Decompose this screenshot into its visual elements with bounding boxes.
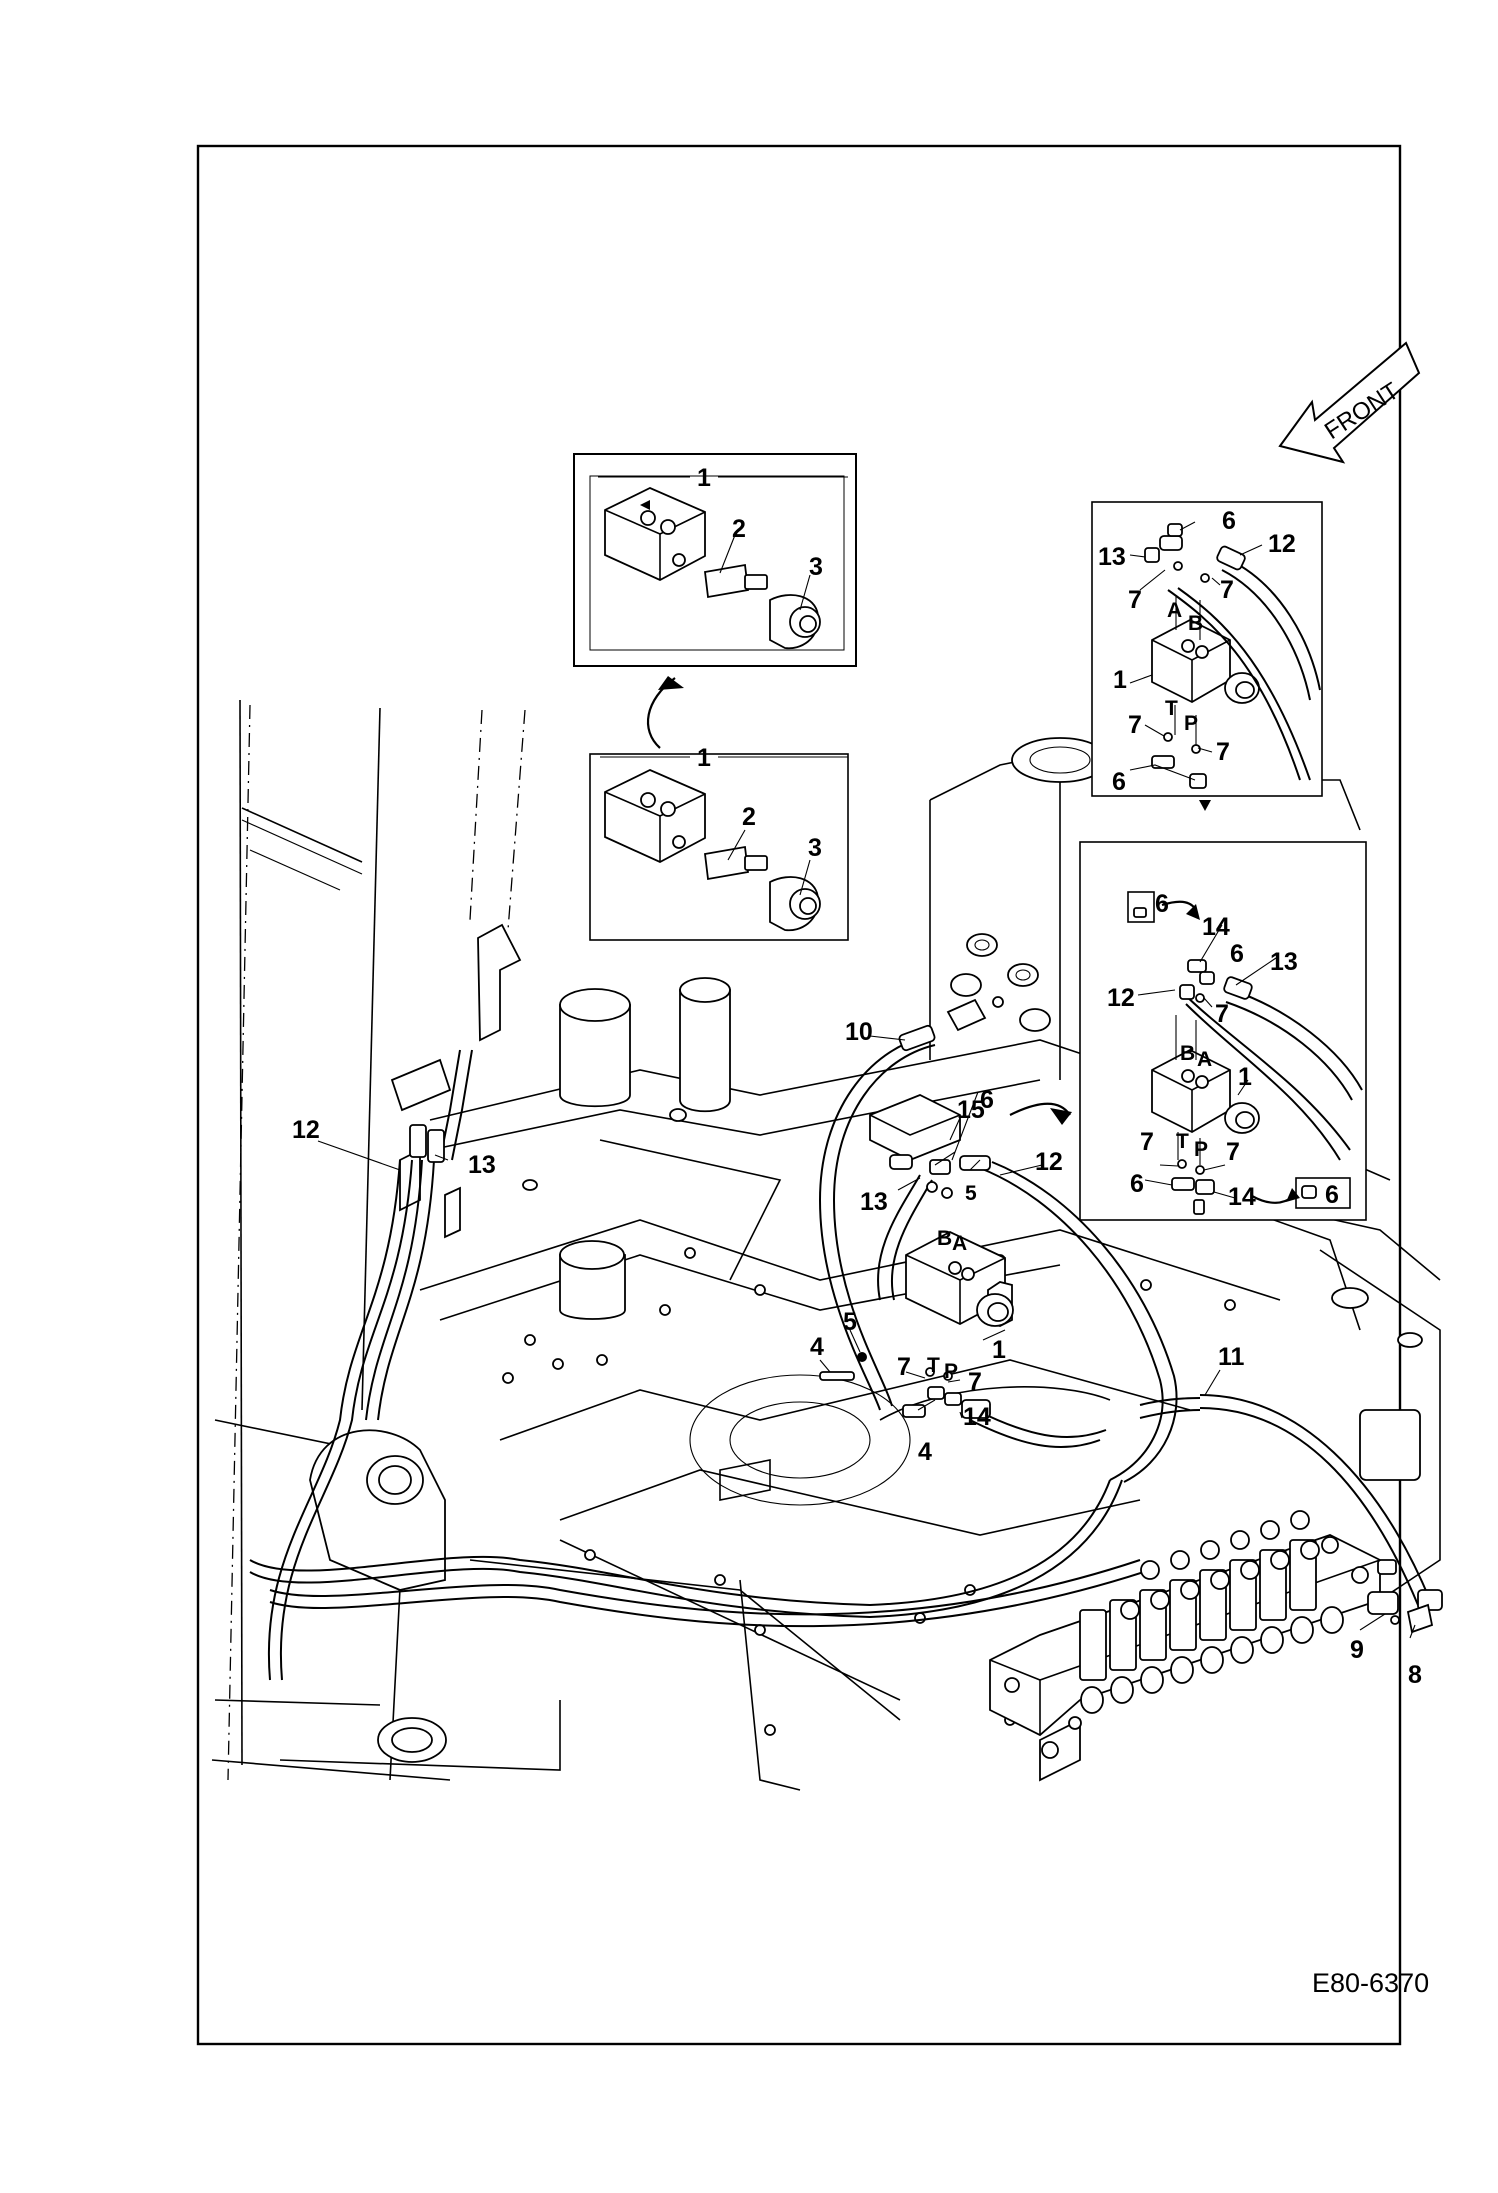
callout-7a-d3: 7 [1128,586,1142,614]
detail-arrow-3 [1199,800,1211,811]
callout-10: 10 [845,1018,873,1046]
callout-7-main-a: 7 [897,1353,911,1381]
callout-12-main: 12 [1035,1148,1063,1176]
valve-hoses [877,1161,1178,1483]
callout-7-d4: 7 [1215,1000,1229,1028]
callout-5-main: 5 [843,1308,857,1336]
main-control-valve [989,1510,1434,1782]
drawing-frame [196,144,1402,2046]
callout-13-main: 13 [860,1188,888,1216]
port-t-d3: T [1165,697,1178,720]
port-b-main: B [937,1227,952,1250]
callout-11: 11 [1218,1343,1245,1371]
port-p-main: P [944,1360,958,1383]
port-a-d3: A [1167,599,1182,622]
port-p-d3: P [1184,712,1198,735]
callout-3-d1: 3 [809,553,823,581]
callout-7b-d4: 7 [1226,1138,1240,1166]
port-b-d3: B [1188,612,1203,635]
callout-6-main: 6 [980,1086,994,1114]
boom-hoses [249,1049,1151,1681]
main-valve-fittings [819,1154,991,1418]
callout-7-main-b: 7 [968,1368,982,1396]
callout-9: 9 [1350,1636,1364,1664]
callout-5-main-a: 5 [965,1182,977,1205]
callout-13-d4: 13 [1270,948,1298,976]
callout-14-d4: 14 [1202,913,1230,941]
callout-7c-d3: 7 [1128,711,1142,739]
callout-6-d4-box: 6 [1155,890,1169,918]
callout-13-boom: 13 [468,1151,496,1179]
callout-6c-d4-box: 6 [1325,1181,1339,1209]
port-t-d4: T [1176,1130,1189,1153]
callout-3-d2: 3 [808,834,822,862]
callout-2-d1: 2 [732,515,746,543]
boom-pivot [279,1429,561,1771]
loose-fittings [946,933,1051,1032]
callout-12-boom: 12 [292,1116,320,1144]
leader-lines [317,476,1416,1639]
pilot-hoses [818,1024,1443,1611]
detail-box-valve-fittings [1079,841,1367,1221]
drawing-reference: E80-6370 [1312,1968,1429,1998]
callout-4-main-b: 4 [918,1438,932,1466]
callout-13-d3: 13 [1098,543,1126,571]
manifold-plate [869,1094,961,1161]
callout-1-main: 1 [992,1336,1006,1364]
callout-2-d2: 2 [742,803,756,831]
callout-15: 15 [957,1096,985,1124]
spool-sections [1079,1510,1369,1681]
boom-arm [211,699,526,1781]
valve-block-main [905,1230,1014,1327]
detail-box-solenoid-bottom [589,753,849,941]
callout-14-main: 14 [963,1403,991,1431]
callout-12-d3: 12 [1268,530,1296,558]
port-b-d4: B [1180,1042,1195,1065]
port-a-d4: A [1197,1048,1212,1071]
callout-6a-d4: 6 [1130,1170,1144,1198]
hydraulic-tank-cylinders [522,977,731,1320]
callout-6b-d3: 6 [1112,768,1126,796]
hose-bracket [399,923,522,1239]
callout-1-d3: 1 [1113,666,1127,694]
detail-box-valve-ports [1091,501,1323,797]
callout-labels: 1 2 3 1 2 3 6 12 13 7 7 A B 1 T P 7 7 6 … [292,464,1422,1689]
port-t-main: T [927,1354,940,1377]
callout-8: 8 [1408,1661,1422,1689]
callout-1-d1: 1 [697,464,711,492]
spool-caps [1080,1606,1344,1714]
callout-4-main-a: 4 [810,1333,824,1361]
callout-6-d3: 6 [1222,507,1236,535]
callout-6-d4: 6 [1230,940,1244,968]
callout-7b-d3: 7 [1220,576,1234,604]
callout-14b-d4: 14 [1228,1183,1256,1211]
callout-12-d4: 12 [1107,984,1135,1012]
port-p-d4: P [1194,1138,1208,1161]
callout-1-d2: 1 [697,744,711,772]
detail-box-solenoid-top [573,453,857,667]
callout-1-d4: 1 [1238,1063,1252,1091]
port-a-main: A [952,1232,967,1255]
front-direction-arrow: FRONT [1278,341,1421,464]
counterweight-tank [929,737,1441,1601]
callout-7d-d3: 7 [1216,738,1230,766]
callout-7a-d4: 7 [1140,1128,1154,1156]
